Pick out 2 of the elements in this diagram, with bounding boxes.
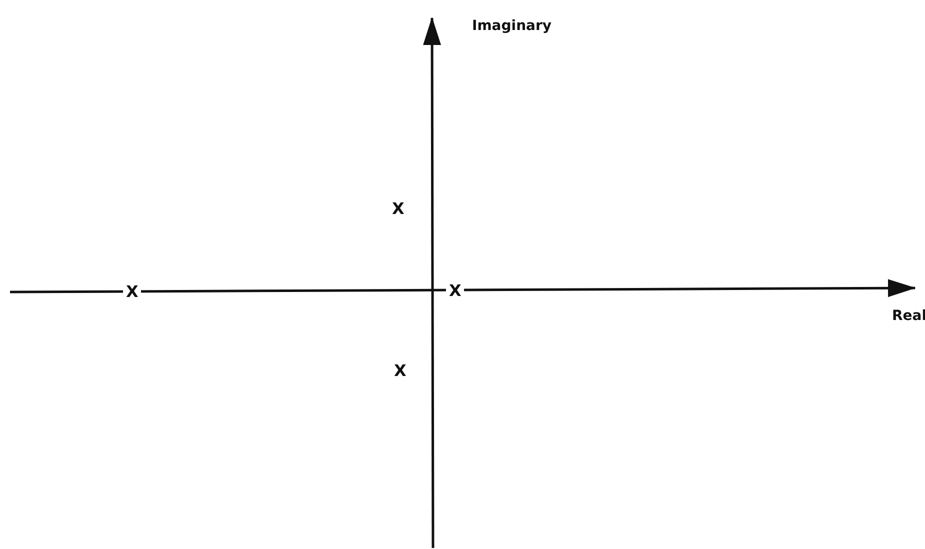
axis-label: Real [892, 309, 925, 323]
axis-label: Imaginary [472, 19, 552, 33]
